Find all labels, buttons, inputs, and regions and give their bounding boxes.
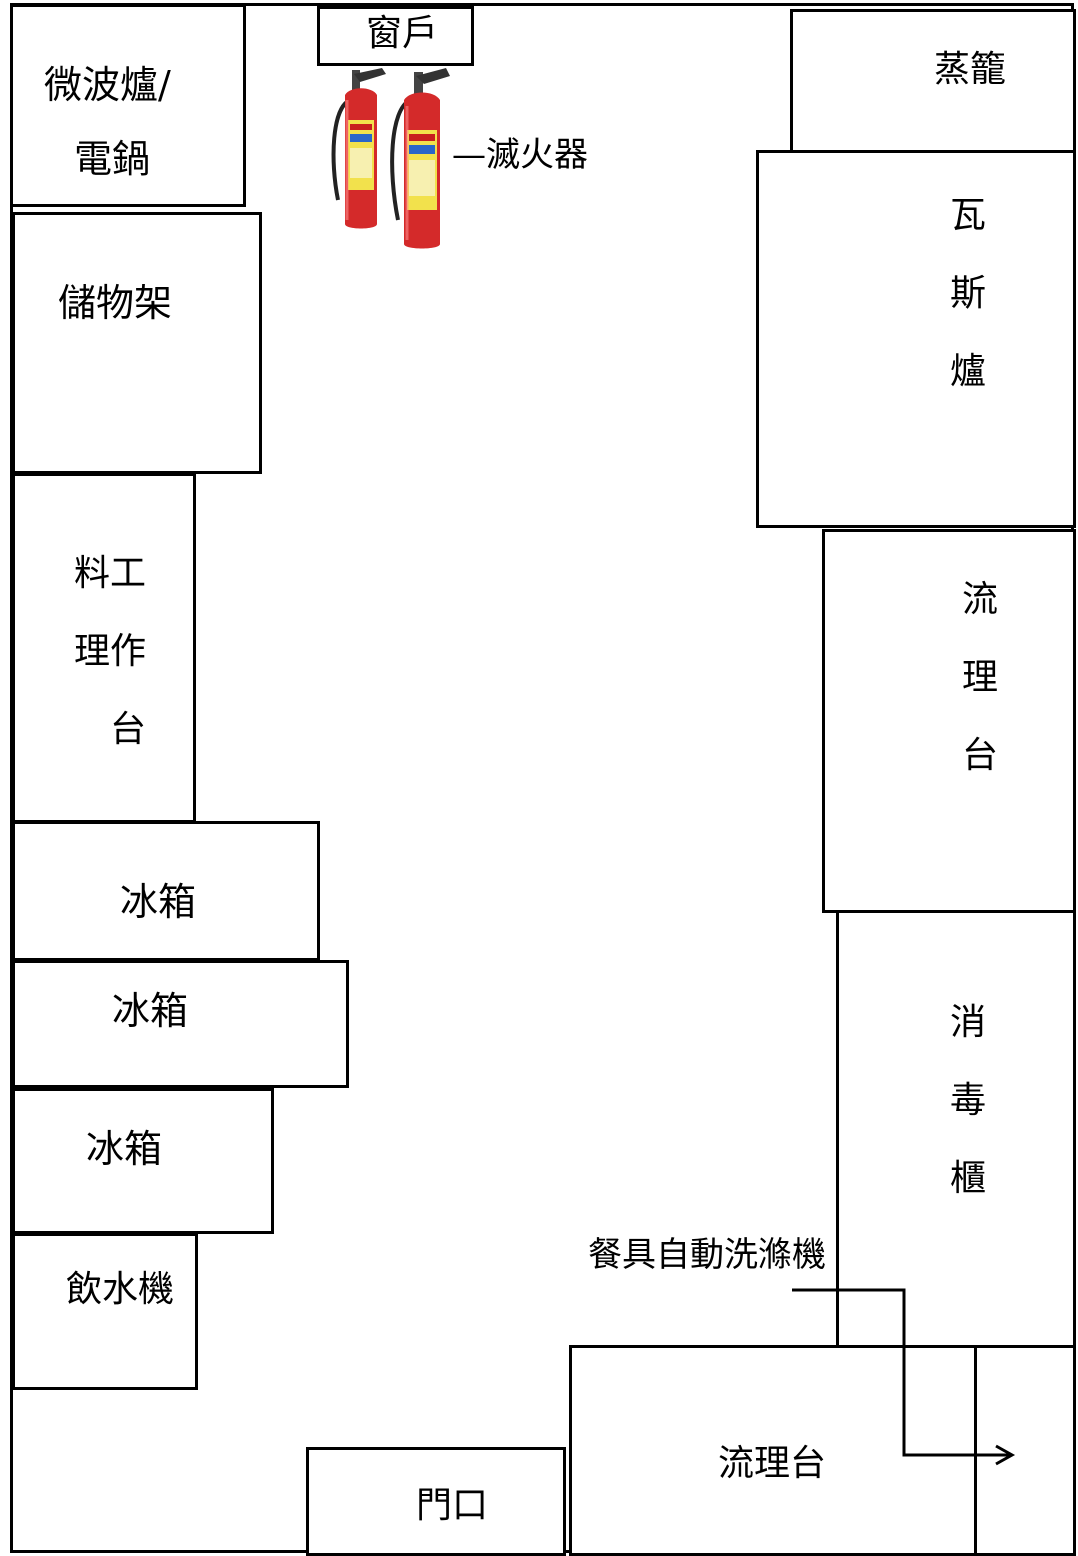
gas-stove-char-3: 爐: [950, 351, 987, 392]
fridge-label-1: 冰箱: [120, 880, 197, 924]
sink-right-char-3: 台: [962, 735, 999, 776]
window-box: [317, 6, 474, 66]
sink-right-char-1: 流: [962, 579, 999, 620]
steamer-box: [790, 9, 1076, 153]
sink-right-label: 流 理 台: [962, 582, 998, 774]
water-dispenser-label: 飲水機: [66, 1269, 175, 1310]
sterilizer-label: 消 毒 櫃: [950, 1005, 986, 1197]
gas-stove-char-2: 斯: [950, 273, 987, 314]
shelf-label: 儲物架: [58, 281, 173, 325]
sink-right-char-2: 理: [962, 657, 999, 698]
sterilizer-char-3: 櫃: [950, 1158, 987, 1199]
window-label: 窗戶: [366, 13, 439, 54]
sterilizer-char-2: 毒: [950, 1080, 987, 1121]
microwave-label-line2: 電鍋: [74, 137, 151, 181]
prep-counter-label-line2: 理作: [74, 631, 147, 672]
steamer-label: 蒸籠: [934, 49, 1007, 90]
gas-stove-char-1: 瓦: [950, 195, 987, 236]
fridge-box-1: [12, 821, 320, 961]
fire-extinguisher-icon: [390, 68, 450, 249]
door-box: [306, 1447, 566, 1556]
door-label: 門口: [416, 1485, 489, 1526]
dishwasher-box: [974, 1345, 1076, 1556]
fridge-label-2: 冰箱: [112, 989, 189, 1033]
prep-counter-label-line3: 台: [110, 709, 147, 750]
fridge-box-2: [12, 960, 349, 1088]
extinguisher-label: —滅火器: [452, 135, 588, 175]
fridge-box-3: [12, 1088, 274, 1234]
sink-bottom-box: [569, 1345, 977, 1556]
microwave-box: [10, 4, 246, 207]
sterilizer-box: [836, 910, 1076, 1350]
sterilizer-char-1: 消: [950, 1002, 987, 1043]
water-dispenser-box: [12, 1233, 198, 1390]
fire-extinguisher-icon: [331, 68, 386, 229]
prep-counter-label-line1: 料工: [74, 553, 147, 594]
shelf-box: [12, 212, 262, 474]
prep-counter-box: [12, 473, 196, 823]
gas-stove-box: [756, 150, 1076, 528]
arrow-right-icon: [792, 1288, 1016, 1466]
microwave-label-line1: 微波爐/: [44, 63, 171, 107]
gas-stove-label: 瓦 斯 爐: [950, 198, 986, 390]
sink-bottom-label: 流理台: [718, 1443, 827, 1484]
fridge-label-3: 冰箱: [86, 1127, 163, 1171]
dishwasher-label: 餐具自動洗滌機: [588, 1235, 826, 1275]
